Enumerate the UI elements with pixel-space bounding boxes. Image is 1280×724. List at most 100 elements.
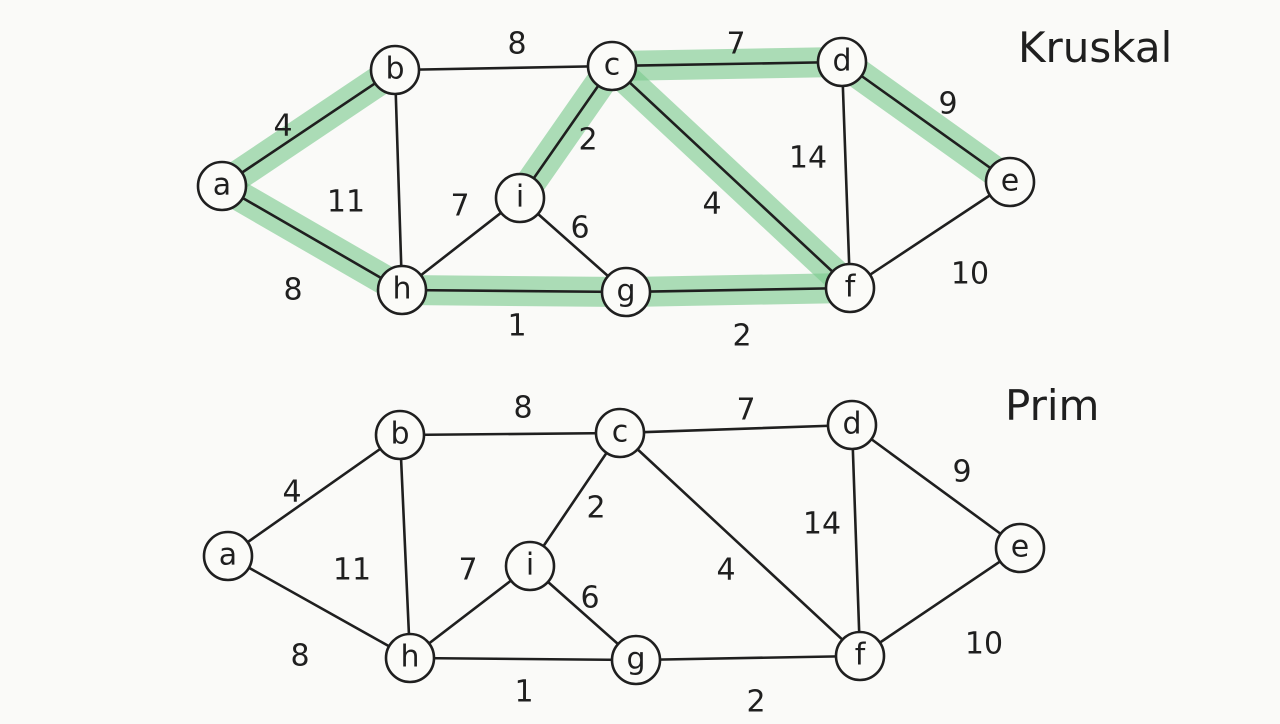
node-circle-c bbox=[594, 407, 646, 459]
prim-title: Prim bbox=[1005, 381, 1099, 430]
edge-c-d bbox=[610, 60, 844, 68]
node-label-i: i bbox=[526, 548, 534, 583]
node-f: f bbox=[834, 630, 886, 682]
node-label-h: h bbox=[392, 272, 411, 307]
edge-c-i bbox=[518, 64, 614, 200]
node-a: a bbox=[202, 530, 254, 582]
node-e: e bbox=[984, 156, 1036, 208]
edge-weight-h-i: 7 bbox=[458, 553, 477, 588]
node-label-i: i bbox=[516, 180, 524, 215]
edge-weight-b-h: 11 bbox=[327, 185, 365, 220]
node-label-a: a bbox=[219, 538, 237, 573]
edge-weight-d-f: 14 bbox=[803, 507, 841, 542]
edge-weight-a-h: 8 bbox=[283, 273, 302, 308]
node-circle-b bbox=[369, 44, 421, 96]
node-label-b: b bbox=[390, 417, 409, 452]
edge-e-f bbox=[848, 180, 1012, 290]
edge-weight-c-i: 2 bbox=[578, 123, 597, 158]
node-label-c: c bbox=[612, 415, 629, 450]
node-circle-a bbox=[202, 530, 254, 582]
node-e: e bbox=[994, 522, 1046, 574]
edge-a-h bbox=[226, 554, 412, 660]
edge-weight-f-g: 2 bbox=[746, 685, 765, 720]
node-a: a bbox=[196, 160, 248, 212]
node-circle-i bbox=[494, 172, 546, 224]
node-label-g: g bbox=[626, 642, 645, 677]
edge-g-h bbox=[400, 288, 628, 294]
edge-weight-c-d: 7 bbox=[726, 27, 745, 62]
node-d: d bbox=[816, 36, 868, 88]
node-circle-g bbox=[610, 634, 662, 686]
edge-weight-b-h: 11 bbox=[333, 553, 371, 588]
node-label-e: e bbox=[1011, 530, 1029, 565]
edge-f-g bbox=[634, 654, 862, 662]
node-i: i bbox=[504, 540, 556, 592]
edge-d-f bbox=[840, 60, 852, 290]
edge-weight-b-c: 8 bbox=[507, 27, 526, 62]
node-label-a: a bbox=[213, 168, 231, 203]
edge-d-f bbox=[850, 423, 862, 658]
node-g: g bbox=[600, 266, 652, 318]
edge-weight-c-d: 7 bbox=[736, 393, 755, 428]
node-label-c: c bbox=[604, 48, 621, 83]
edge-a-h bbox=[220, 184, 404, 292]
node-circle-b bbox=[374, 409, 426, 461]
node-circle-a bbox=[196, 160, 248, 212]
edge-b-c bbox=[398, 431, 622, 437]
edge-weight-d-e: 9 bbox=[952, 455, 971, 490]
edge-weight-d-e: 9 bbox=[938, 87, 957, 122]
node-circle-h bbox=[384, 632, 436, 684]
node-circle-e bbox=[984, 156, 1036, 208]
edge-weight-g-h: 1 bbox=[514, 675, 533, 710]
node-label-e: e bbox=[1001, 164, 1019, 199]
edge-weight-c-i: 2 bbox=[586, 491, 605, 526]
edge-g-h bbox=[408, 656, 638, 662]
node-c: c bbox=[594, 407, 646, 459]
node-label-g: g bbox=[616, 274, 635, 309]
node-circle-h bbox=[376, 264, 428, 316]
edge-f-g bbox=[624, 286, 852, 294]
node-circle-f bbox=[834, 630, 886, 682]
edge-weight-a-h: 8 bbox=[290, 639, 309, 674]
node-d: d bbox=[826, 399, 878, 451]
edge-weight-g-h: 1 bbox=[507, 309, 526, 344]
node-label-d: d bbox=[842, 407, 861, 442]
edge-a-b bbox=[220, 68, 397, 188]
edge-weight-c-f: 4 bbox=[702, 187, 721, 222]
node-b: b bbox=[374, 409, 426, 461]
edge-d-e bbox=[840, 60, 1012, 184]
node-circle-e bbox=[994, 522, 1046, 574]
node-label-f: f bbox=[845, 270, 857, 305]
node-label-b: b bbox=[385, 52, 404, 87]
node-circle-d bbox=[826, 399, 878, 451]
node-circle-d bbox=[816, 36, 868, 88]
edge-b-h bbox=[398, 433, 412, 660]
node-label-h: h bbox=[400, 640, 419, 675]
edge-b-h bbox=[393, 68, 404, 292]
edge-weight-f-g: 2 bbox=[732, 319, 751, 354]
node-f: f bbox=[824, 262, 876, 314]
edge-c-d bbox=[618, 423, 854, 435]
edge-d-e bbox=[850, 423, 1022, 550]
node-i: i bbox=[494, 172, 546, 224]
edge-weight-e-f: 10 bbox=[951, 257, 989, 292]
node-circle-f bbox=[824, 262, 876, 314]
edge-weight-d-f: 14 bbox=[789, 141, 827, 176]
kruskal-title: Kruskal bbox=[1018, 23, 1172, 72]
edge-c-f bbox=[618, 431, 862, 658]
edge-c-f bbox=[610, 64, 852, 290]
edge-weight-g-i: 6 bbox=[570, 211, 589, 246]
edge-weight-b-c: 8 bbox=[513, 391, 532, 426]
node-circle-g bbox=[600, 266, 652, 318]
edge-weight-c-f: 4 bbox=[716, 553, 735, 588]
edge-weight-h-i: 7 bbox=[450, 189, 469, 224]
edge-e-f bbox=[858, 546, 1022, 658]
edge-c-i bbox=[528, 431, 622, 568]
node-label-d: d bbox=[832, 44, 851, 79]
node-g: g bbox=[610, 634, 662, 686]
edge-weight-e-f: 10 bbox=[965, 627, 1003, 662]
